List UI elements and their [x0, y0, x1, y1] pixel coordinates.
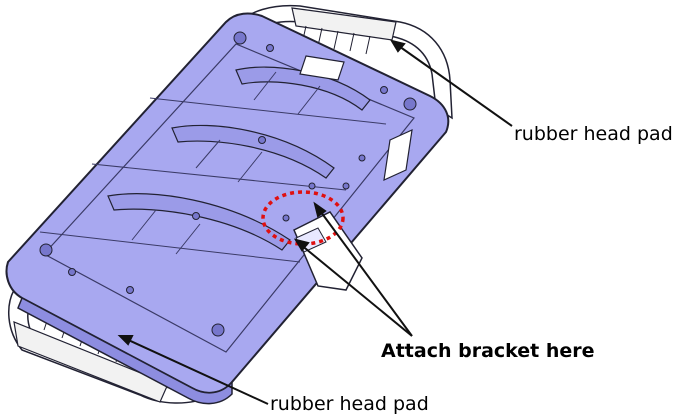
bottom-pad-label: rubber head pad: [270, 393, 429, 415]
attach-bracket-label: Attach bracket here: [381, 340, 595, 362]
arrows: [117, 39, 513, 405]
attach-point-highlight: [261, 190, 345, 246]
spine-board: [5, 12, 450, 405]
top-pad-label: rubber head pad: [514, 123, 673, 145]
